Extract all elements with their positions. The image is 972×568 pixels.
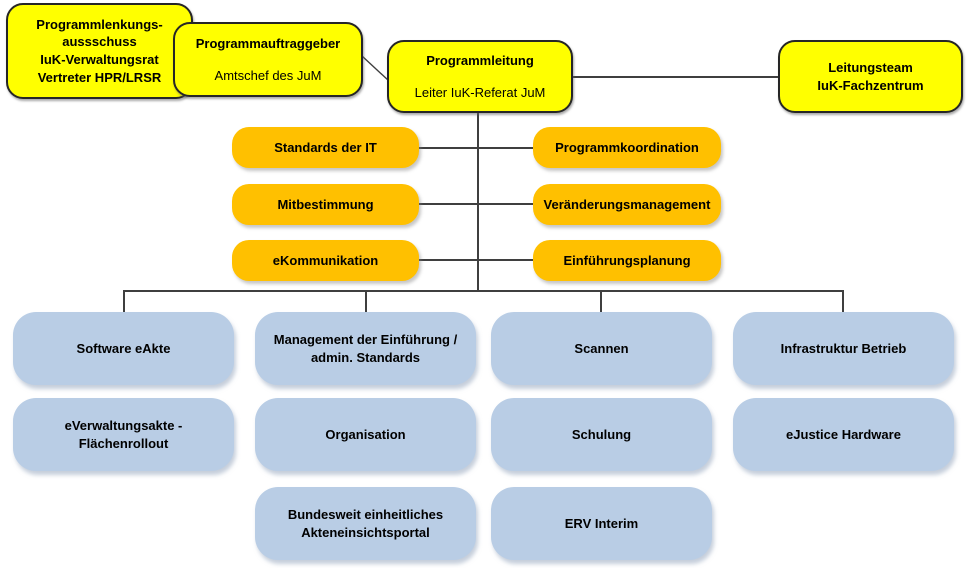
node-label: Programmkoordination	[555, 139, 699, 155]
node-label: eVerwaltungsakte - Flächenrollout	[64, 417, 183, 451]
node-programmleitung: Programmleitung Leiter IuK-Referat JuM	[387, 40, 573, 113]
node-akteneinsichtsportal: Bundesweit einheitliches Akteneinsichtsp…	[255, 487, 476, 560]
node-label: Schulung	[571, 426, 632, 442]
node-label: eKommunikation	[272, 252, 379, 268]
node-label: Standards der IT	[274, 139, 377, 155]
node-organisation: Organisation	[255, 398, 476, 471]
node-label: Veränderungsmanagement	[543, 196, 711, 212]
node-label: Infrastruktur Betrieb	[780, 340, 907, 356]
node-everwaltungsakte-flaechenrollout: eVerwaltungsakte - Flächenrollout	[13, 398, 234, 471]
node-infrastruktur-betrieb: Infrastruktur Betrieb	[733, 312, 954, 385]
node-label: Software eAkte	[76, 340, 171, 356]
node-software-eakte: Software eAkte	[13, 312, 234, 385]
node-programmauftraggeber: Programmauftraggeber Amtschef des JuM	[173, 22, 363, 97]
node-label: Bundesweit einheitliches Akteneinsichtsp…	[287, 506, 444, 540]
node-scannen: Scannen	[491, 312, 712, 385]
node-management-der-einfuehrung: Management der Einführung / admin. Stand…	[255, 312, 476, 385]
node-einfuehrungsplanung: Einführungsplanung	[533, 240, 721, 281]
node-label: eJustice Hardware	[786, 426, 901, 442]
node-programmlenkungsausschuss: Programmlenkungs- aussschuss IuK-Verwalt…	[6, 3, 193, 99]
node-label: Mitbestimmung	[277, 196, 374, 212]
node-title: Programmauftraggeber	[195, 35, 341, 51]
node-subtitle: Leiter IuK-Referat JuM	[414, 84, 546, 100]
node-subtitle: Amtschef des JuM	[214, 67, 322, 83]
node-label: Leitungsteam IuK-Fachzentrum	[817, 59, 924, 93]
node-title: Programmleitung	[426, 52, 534, 68]
node-ejustice-hardware: eJustice Hardware	[733, 398, 954, 471]
node-veraenderungsmanagement: Veränderungsmanagement	[533, 184, 721, 225]
node-label: ERV Interim	[564, 515, 639, 531]
node-standards-der-it: Standards der IT	[232, 127, 419, 168]
node-label: Einführungsplanung	[563, 252, 691, 268]
node-label: Organisation	[325, 426, 406, 442]
node-mitbestimmung: Mitbestimmung	[232, 184, 419, 225]
node-programmkoordination: Programmkoordination	[533, 127, 721, 168]
node-schulung: Schulung	[491, 398, 712, 471]
node-label: Programmlenkungs- aussschuss IuK-Verwalt…	[36, 16, 163, 85]
node-leitungsteam-iuk-fachzentrum: Leitungsteam IuK-Fachzentrum	[778, 40, 963, 113]
connector-client-to-lead	[361, 55, 390, 82]
node-label: Management der Einführung / admin. Stand…	[273, 331, 458, 365]
node-label: Scannen	[574, 340, 629, 356]
node-ekommunikation: eKommunikation	[232, 240, 419, 281]
node-erv-interim: ERV Interim	[491, 487, 712, 560]
